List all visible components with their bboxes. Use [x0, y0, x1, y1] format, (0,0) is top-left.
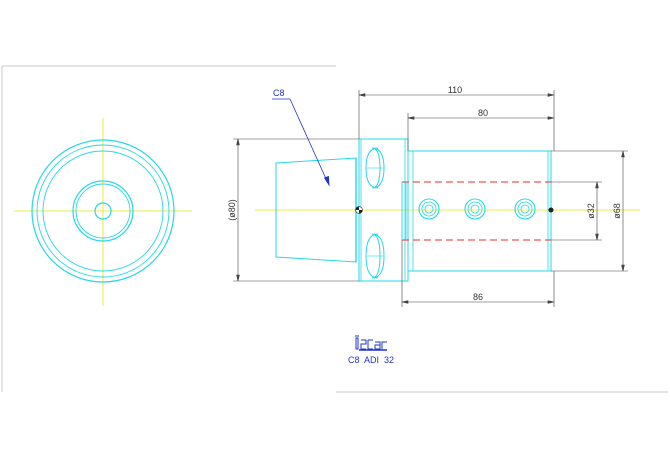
dim-body-diameter-text: ø68 [612, 203, 622, 219]
side-view [255, 98, 640, 282]
end-view [14, 118, 192, 306]
callout-label: C8 [273, 88, 285, 98]
dim-bore-length-text: 80 [478, 108, 488, 118]
gauge-marker-left [355, 206, 363, 214]
dim-body-length [401, 240, 555, 307]
body [407, 150, 552, 272]
dim-overall-length [358, 90, 555, 151]
clamping-screw-1 [418, 198, 440, 220]
dim-overall-length-text: 110 [448, 85, 462, 95]
sheet-border [1, 65, 668, 393]
callout-leader [272, 98, 330, 187]
gauge-marker-right [548, 207, 554, 213]
product-code: C8 ADI 32 [348, 355, 394, 365]
clamping-screw-3 [514, 198, 536, 220]
dim-bore-length [407, 113, 555, 151]
clamping-screw-2 [464, 198, 486, 220]
drive-slot-top [365, 147, 385, 189]
end-view-circles [31, 139, 175, 283]
drive-slot-bottom [365, 233, 385, 279]
bore-hidden-lines [402, 181, 551, 241]
iscar-logo-icon [355, 335, 387, 351]
dim-flange-diameter-text: (ø80) [227, 199, 237, 221]
dim-body-diameter [551, 150, 628, 272]
dimensions [233, 90, 628, 307]
end-view-centerlines [14, 118, 192, 306]
dim-bore-diameter [551, 181, 602, 241]
dim-bore-diameter-text: ø32 [586, 203, 596, 219]
dim-body-length-text: 86 [473, 292, 483, 302]
dim-flange-diameter [233, 138, 359, 282]
